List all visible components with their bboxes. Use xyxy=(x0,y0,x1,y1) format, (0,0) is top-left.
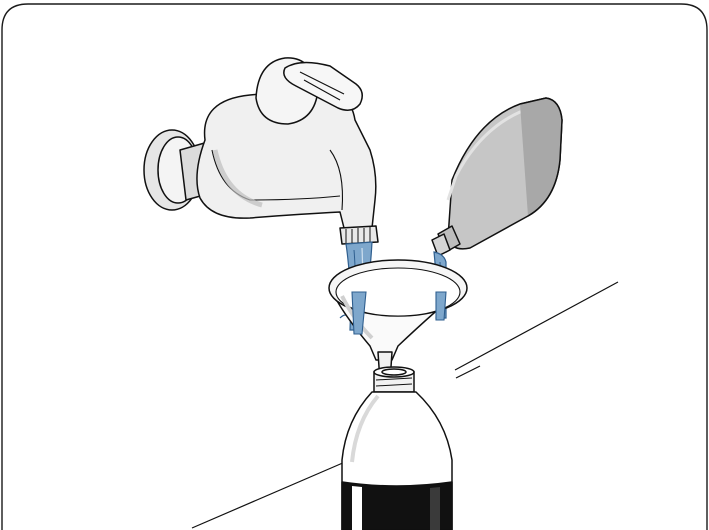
bottle-icon xyxy=(342,367,452,530)
funnel-icon xyxy=(329,260,467,382)
liquid-canister-icon xyxy=(432,98,562,256)
wall-tap-icon xyxy=(144,58,378,244)
